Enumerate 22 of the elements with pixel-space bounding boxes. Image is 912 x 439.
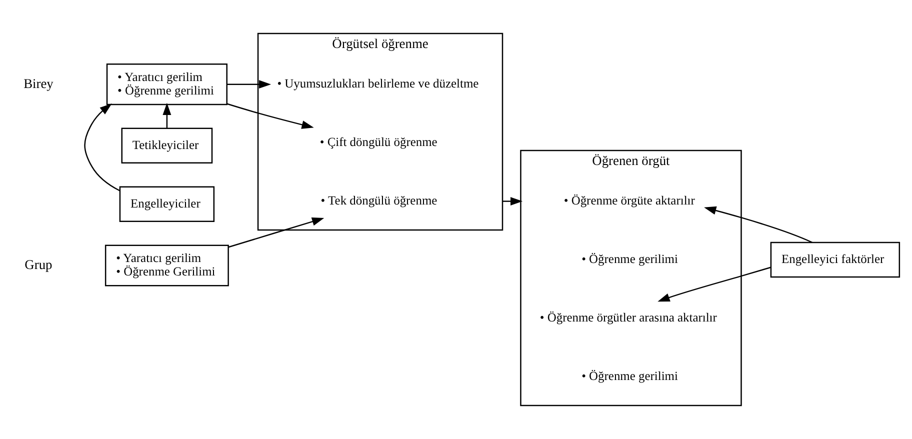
arrow [502, 197, 523, 206]
node-text: • Uyumsuzlukları belirleme ve düzeltme [277, 76, 479, 91]
arrow [84, 104, 120, 192]
node-box: • Yaratıcı gerilim • Öğrenme gerilimi [106, 64, 228, 106]
node-text: • Öğrenme örgüte aktarılır [564, 194, 695, 208]
arrow [226, 103, 314, 129]
arrow [228, 218, 324, 248]
node-text: • Öğrenme gerilimi [582, 368, 678, 383]
node-box: Engelleyiciler [119, 186, 215, 222]
node-text: • Öğrenme örgütler arasına aktarılır [540, 310, 717, 325]
arrow [162, 102, 172, 128]
node-box: Tetikleyiciler [121, 128, 213, 164]
node-box: • Yaratıcı gerilim • Öğrenme Gerilimi [104, 244, 229, 286]
node-text: • Çift döngülü öğrenme [320, 135, 438, 150]
node-text: • Öğrenme gerilimi [582, 252, 678, 266]
node-box: Engelleyici faktörler [770, 242, 900, 278]
node-text: • Tek döngülü öğrenme [320, 194, 438, 208]
node-label: Grup [24, 257, 52, 272]
node-label: Birey [24, 76, 54, 91]
arrow [227, 80, 272, 89]
arrow [658, 266, 771, 302]
arrow [704, 206, 812, 243]
